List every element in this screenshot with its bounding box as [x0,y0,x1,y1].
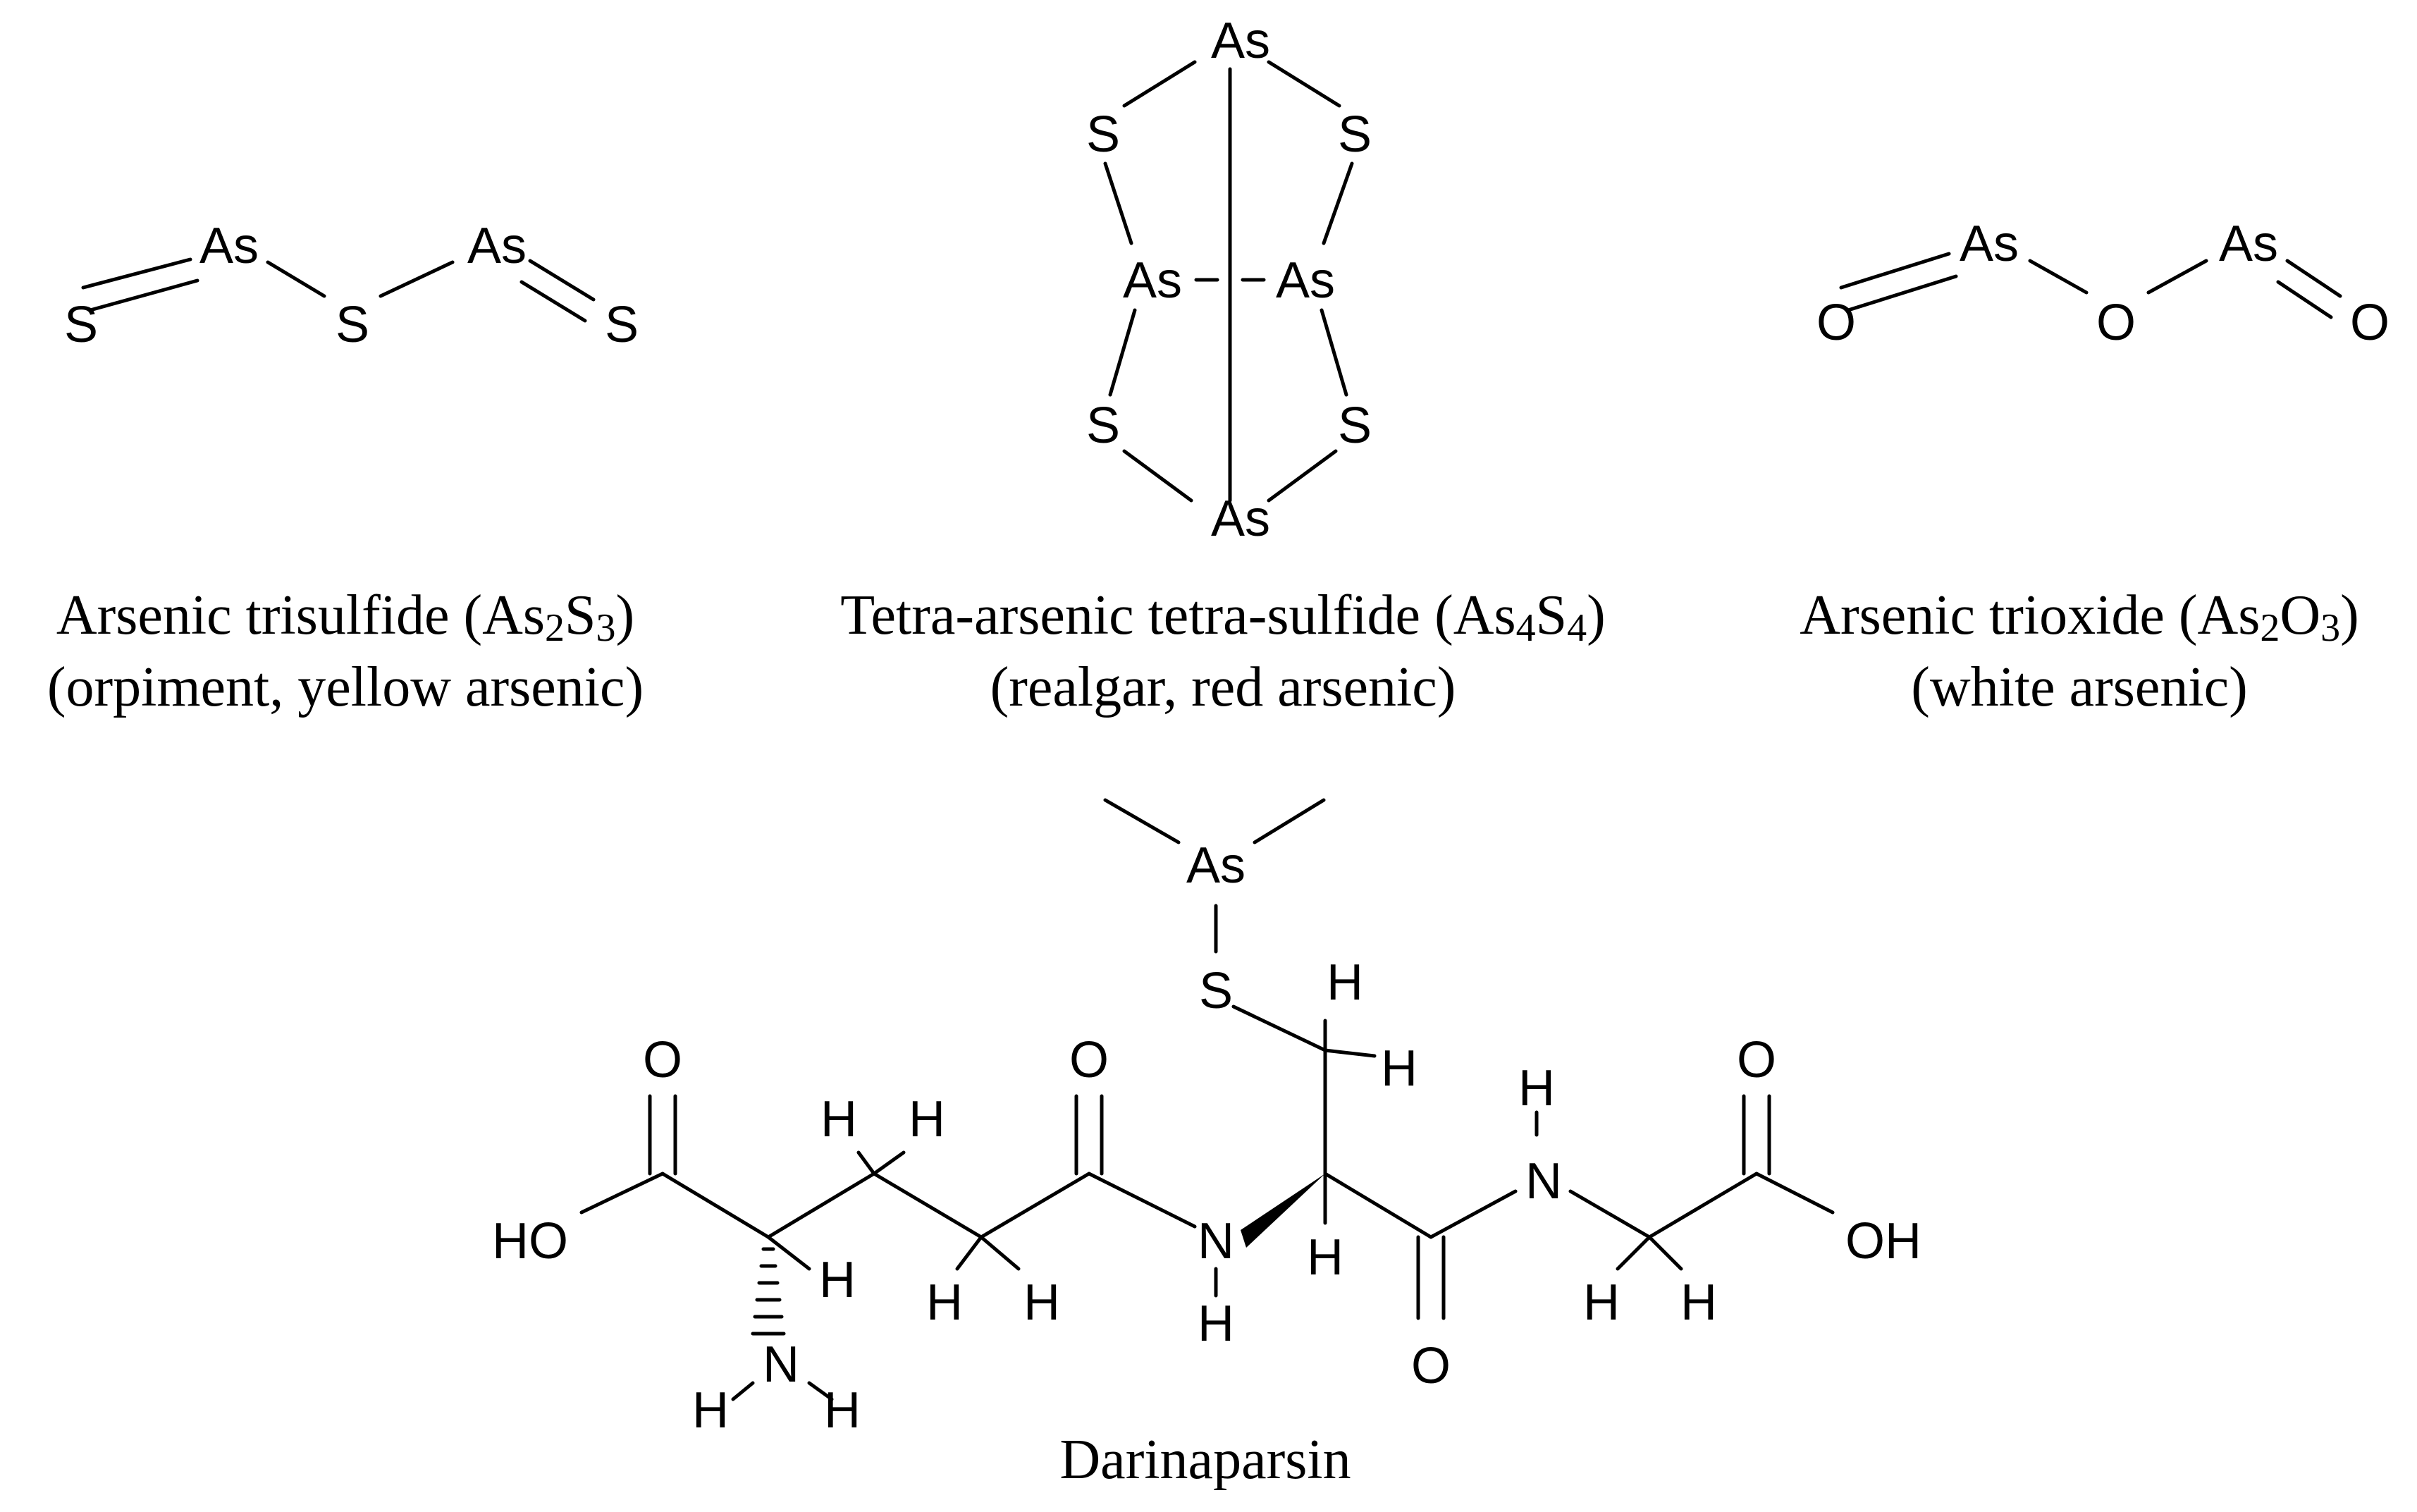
darinaparsin-atom-h-gamma-1: H [926,1274,963,1331]
realgar-structure: As S S As As S S As [1086,13,1372,547]
darinaparsin-atom-h-gly-2: H [1680,1274,1717,1331]
orpiment-atom-s-left: S [64,297,98,353]
darinaparsin-atom-n-amide2: N [1525,1153,1562,1210]
darinaparsin-atom-h-beta-1: H [820,1091,857,1148]
orpiment-atom-s-right: S [605,297,639,353]
darinaparsin-atom-s: S [1199,963,1233,1019]
darinaparsin-atom-h-amine-left: H [692,1382,729,1439]
white-arsenic-caption: Arsenic trioxide (As2O3) (white arsenic) [1748,579,2411,723]
realgar-atom-s1: S [1086,106,1120,163]
orpiment-caption-line1: Arsenic trisulfide (As2S3) [56,584,635,651]
darinaparsin-atom-h-ch2-s-top: H [1327,954,1363,1011]
darinaparsin-atom-o1: O [643,1032,682,1088]
realgar-atom-s3: S [1086,398,1120,454]
orpiment-structure: S As S As S [64,218,639,353]
realgar-atom-s4: S [1338,398,1372,454]
darinaparsin-name: Darinaparsin [1059,1429,1351,1491]
orpiment-atom-as-left: As [199,218,259,274]
darinaparsin-atom-h-alpha-glu: H [819,1252,856,1308]
darinaparsin-atom-oh: OH [1845,1213,1921,1270]
darinaparsin-atom-h-gly-1: H [1583,1274,1620,1331]
orpiment-caption: Arsenic trisulfide (As2S3) (orpiment, ye… [7,579,684,723]
darinaparsin-atom-h-amide1: H [1198,1296,1234,1352]
darinaparsin-caption: Darinaparsin [959,1424,1452,1496]
darinaparsin-atom-o3: O [1411,1338,1451,1394]
darinaparsin-atom-h-amide2: H [1518,1060,1555,1117]
realgar-caption: Tetra-arsenic tetra-sulfide (As4S4) (rea… [782,579,1663,723]
darinaparsin-atom-n-amide1: N [1198,1213,1234,1270]
white-arsenic-atom-o-left: O [1816,295,1856,351]
realgar-atom-s2: S [1338,106,1372,163]
darinaparsin-atom-h-amine-right: H [824,1382,861,1439]
white-arsenic-caption-line2: (white arsenic) [1911,656,2248,718]
orpiment-atom-as-right: As [467,218,527,274]
hashed-wedge-bond [751,1247,786,1336]
darinaparsin-atom-h-gamma-2: H [1023,1274,1060,1331]
white-arsenic-atom-as-left: As [1960,216,2019,272]
white-arsenic-atom-o-right: O [2350,295,2390,351]
realgar-atom-as-top: As [1211,13,1270,69]
white-arsenic-atom-as-right: As [2219,216,2278,272]
darinaparsin-atom-h-ch2-s-right: H [1381,1040,1417,1097]
darinaparsin-atom-o4: O [1737,1032,1776,1088]
realgar-caption-line2: (realgar, red arsenic) [990,656,1456,718]
darinaparsin-atom-o2: O [1069,1032,1109,1088]
realgar-atom-as-bottom: As [1211,491,1270,547]
darinaparsin-atom-h-alpha-cys: H [1307,1229,1343,1286]
darinaparsin-atom-h-beta-2: H [909,1091,945,1148]
darinaparsin-structure: As S H H O HO H H H H H N H H O N H H O … [492,798,1921,1439]
white-arsenic-structure: O As O As O [1816,216,2390,351]
realgar-atom-as-mid-right: As [1276,252,1335,309]
realgar-atom-as-mid-left: As [1123,252,1182,309]
orpiment-caption-line2: (orpiment, yellow arsenic) [47,656,644,718]
white-arsenic-atom-o-bridge: O [2096,295,2136,351]
darinaparsin-atom-n-amine: N [763,1336,799,1393]
orpiment-atom-s-bridge: S [336,297,369,353]
realgar-caption-line1: Tetra-arsenic tetra-sulfide (As4S4) [840,584,1606,651]
darinaparsin-atom-as: As [1186,837,1246,894]
darinaparsin-atom-ho: HO [492,1213,568,1270]
solid-wedge-bond [1241,1174,1325,1248]
white-arsenic-caption-line1: Arsenic trioxide (As2O3) [1800,584,2359,651]
